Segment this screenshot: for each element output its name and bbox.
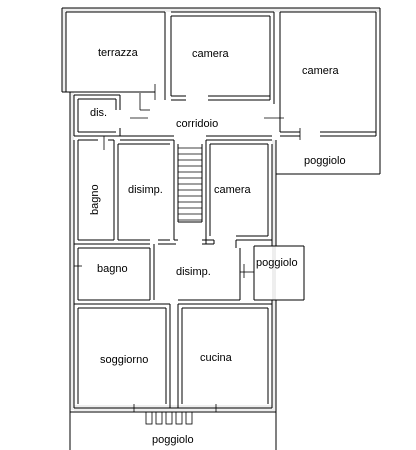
room-label-terrazza: terrazza [98,47,139,59]
room-label-camera-top-right: camera [302,65,340,77]
room-label-disimp-upper: disimp. [128,184,163,196]
threshold-marks [94,411,246,425]
room-labels: terrazza camera camera dis. corridoio po… [89,47,346,446]
door-marks [74,84,301,412]
balconies [69,140,381,450]
room-label-disimp-lower: disimp. [176,266,211,278]
staircase [178,147,202,221]
room-label-corridoio: corridoio [176,118,218,130]
room-label-camera-middle: camera [214,184,252,196]
room-label-poggiolo-bottom: poggiolo [152,434,194,446]
interior-walls [74,12,376,408]
room-label-camera-top-center: camera [192,48,230,60]
room-label-poggiolo-right-middle: poggiolo [256,257,298,269]
room-label-dis: dis. [90,107,107,119]
room-label-soggiorno: soggiorno [100,354,148,366]
room-label-cucina: cucina [200,352,233,364]
room-label-bagno-vertical: bagno [89,184,101,215]
room-label-poggiolo-right-top: poggiolo [304,155,346,167]
room-label-bagno-lower: bagno [97,263,128,275]
